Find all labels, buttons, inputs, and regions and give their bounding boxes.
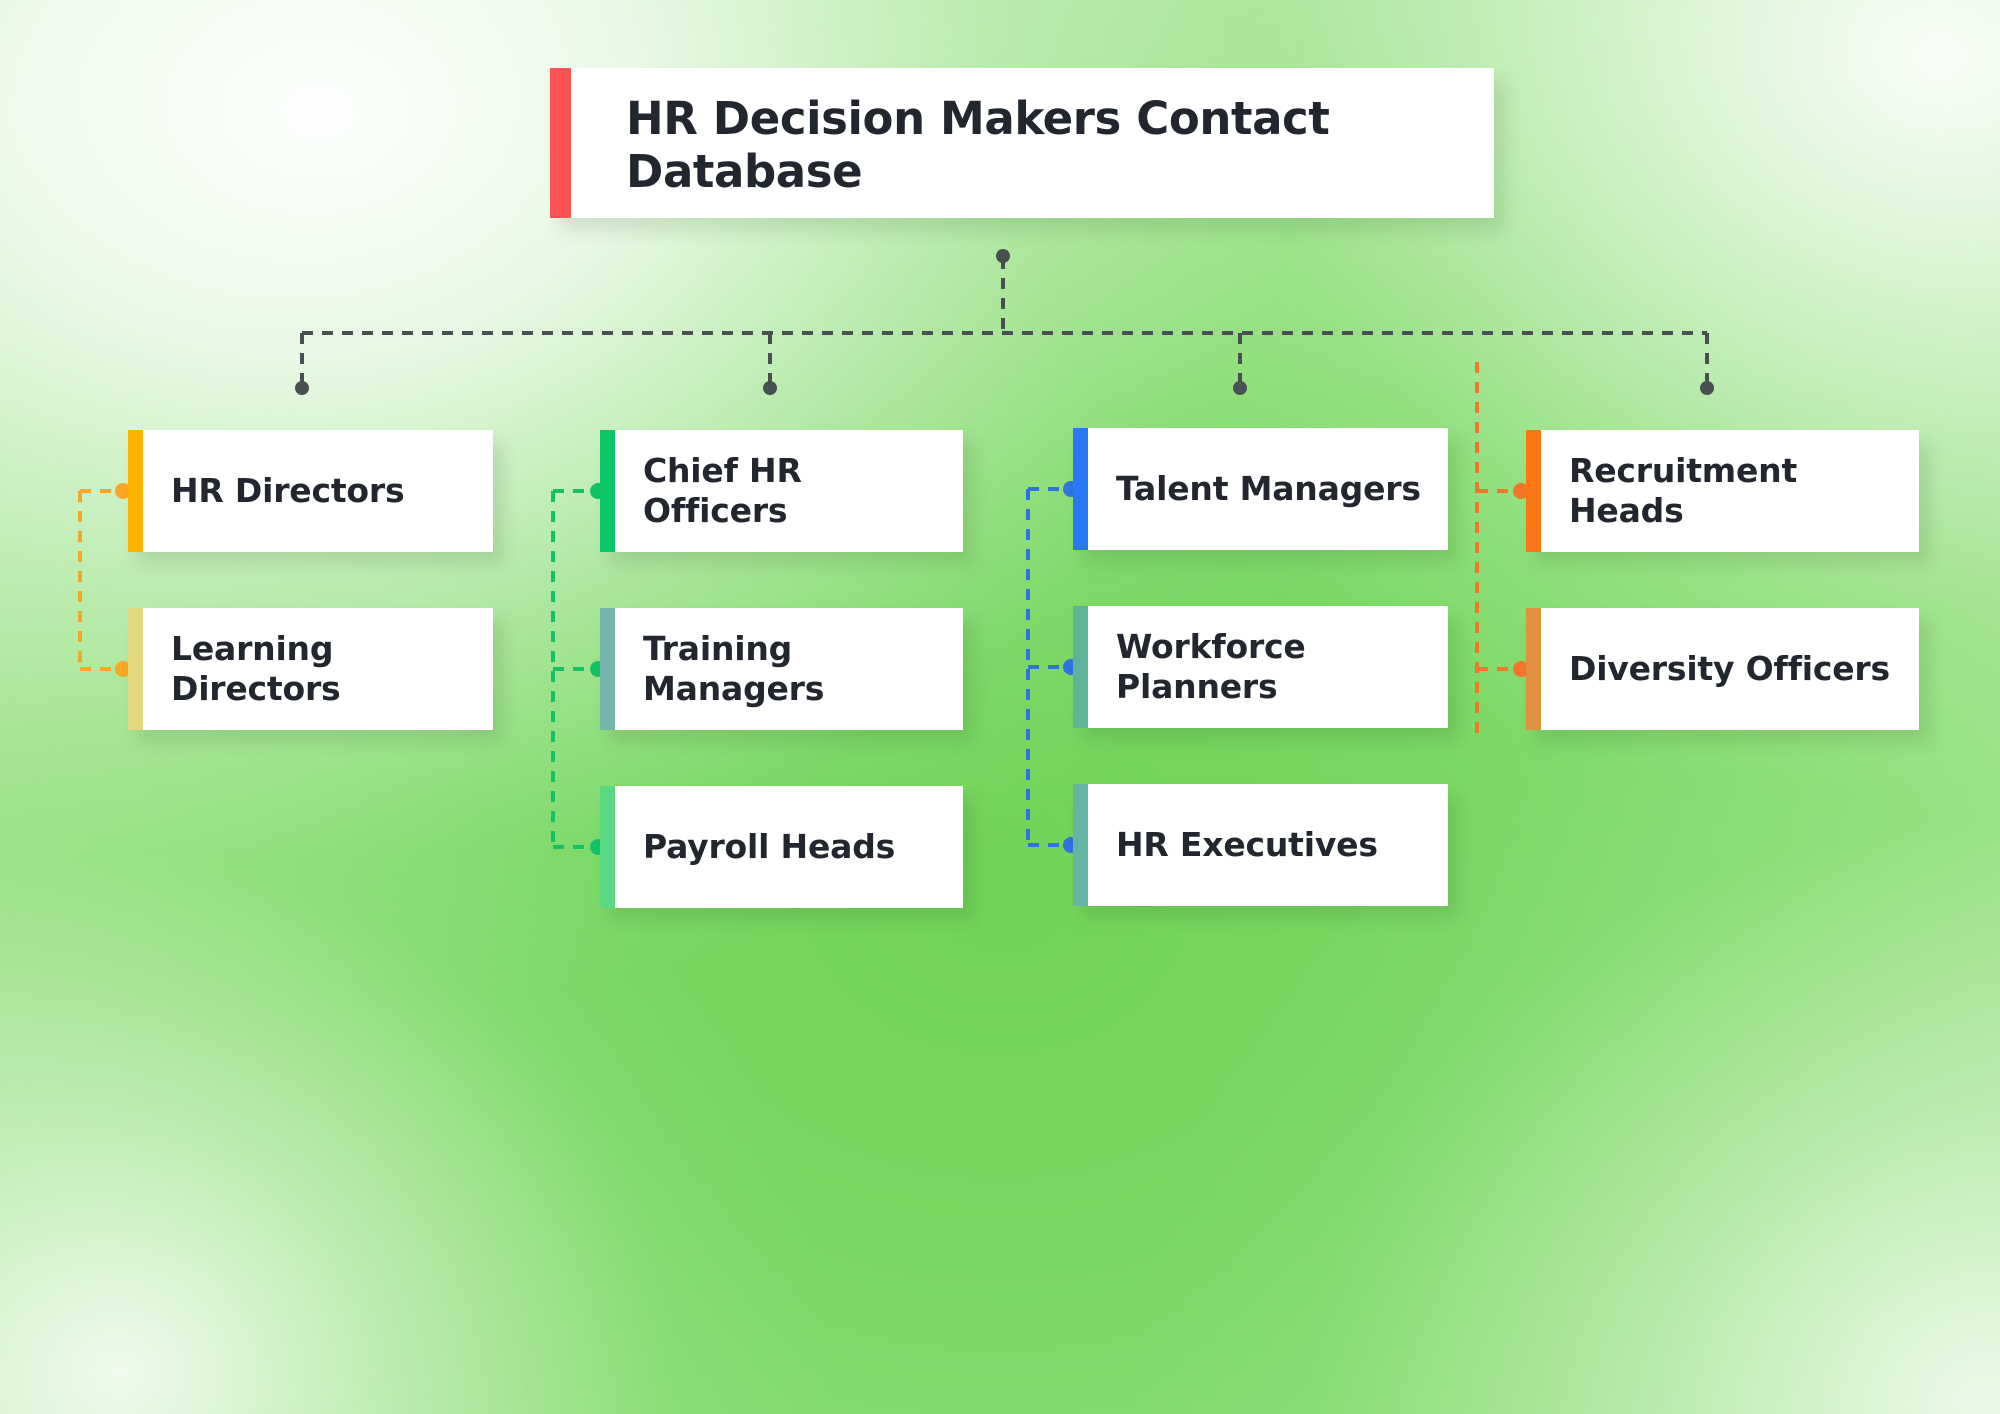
branch-2-connector bbox=[551, 489, 595, 849]
trunk-dot-top bbox=[996, 249, 1010, 263]
root-accent-bar bbox=[550, 68, 571, 218]
node-label: Payroll Heads bbox=[643, 826, 896, 866]
node-label: Learning Directors bbox=[171, 628, 341, 708]
node-hr-directors[interactable]: HR Directors bbox=[128, 430, 493, 552]
accent-bar-hr-directors bbox=[128, 430, 143, 552]
node-label: Workforce Planners bbox=[1116, 626, 1306, 706]
node-label: Training Managers bbox=[643, 628, 825, 708]
accent-bar-training-managers bbox=[600, 608, 615, 730]
node-label: Talent Managers bbox=[1116, 468, 1421, 508]
accent-bar-talent-managers bbox=[1073, 428, 1088, 550]
node-label: Chief HR Officers bbox=[643, 450, 802, 530]
branch-1-connector bbox=[78, 489, 120, 671]
node-payroll-heads[interactable]: Payroll Heads bbox=[600, 786, 963, 908]
accent-bar-diversity-officers bbox=[1526, 608, 1541, 730]
node-hr-executives[interactable]: HR Executives bbox=[1073, 784, 1448, 906]
trunk-dot-3 bbox=[1233, 381, 1247, 395]
accent-bar-learning-directors bbox=[128, 608, 143, 730]
node-chief-hr-officers[interactable]: Chief HR Officers bbox=[600, 430, 963, 552]
accent-bar-recruitment-heads bbox=[1526, 430, 1541, 552]
node-label: HR Executives bbox=[1116, 824, 1378, 864]
node-recruitment-heads[interactable]: Recruitment Heads bbox=[1526, 430, 1919, 552]
accent-bar-workforce-planners bbox=[1073, 606, 1088, 728]
trunk-connector bbox=[300, 258, 1709, 386]
trunk-dots bbox=[295, 249, 1714, 395]
node-label: Diversity Officers bbox=[1569, 648, 1890, 688]
node-diversity-officers[interactable]: Diversity Officers bbox=[1526, 608, 1919, 730]
node-label: Recruitment Heads bbox=[1569, 450, 1798, 530]
trunk-dot-4 bbox=[1700, 381, 1714, 395]
trunk-dot-1 bbox=[295, 381, 309, 395]
node-training-managers[interactable]: Training Managers bbox=[600, 608, 963, 730]
trunk-dot-2 bbox=[763, 381, 777, 395]
accent-bar-payroll-heads bbox=[600, 786, 615, 908]
node-learning-directors[interactable]: Learning Directors bbox=[128, 608, 493, 730]
node-label: HR Directors bbox=[171, 470, 405, 510]
node-workforce-planners[interactable]: Workforce Planners bbox=[1073, 606, 1448, 728]
branch-3-connector bbox=[1026, 487, 1068, 847]
branch-4-connector bbox=[1475, 362, 1518, 740]
accent-bar-chief-hr-officers bbox=[600, 430, 615, 552]
page-title: HR Decision Makers Contact Database bbox=[626, 92, 1330, 199]
accent-bar-hr-executives bbox=[1073, 784, 1088, 906]
root-node-card[interactable]: HR Decision Makers Contact Database bbox=[550, 68, 1494, 218]
node-talent-managers[interactable]: Talent Managers bbox=[1073, 428, 1448, 550]
